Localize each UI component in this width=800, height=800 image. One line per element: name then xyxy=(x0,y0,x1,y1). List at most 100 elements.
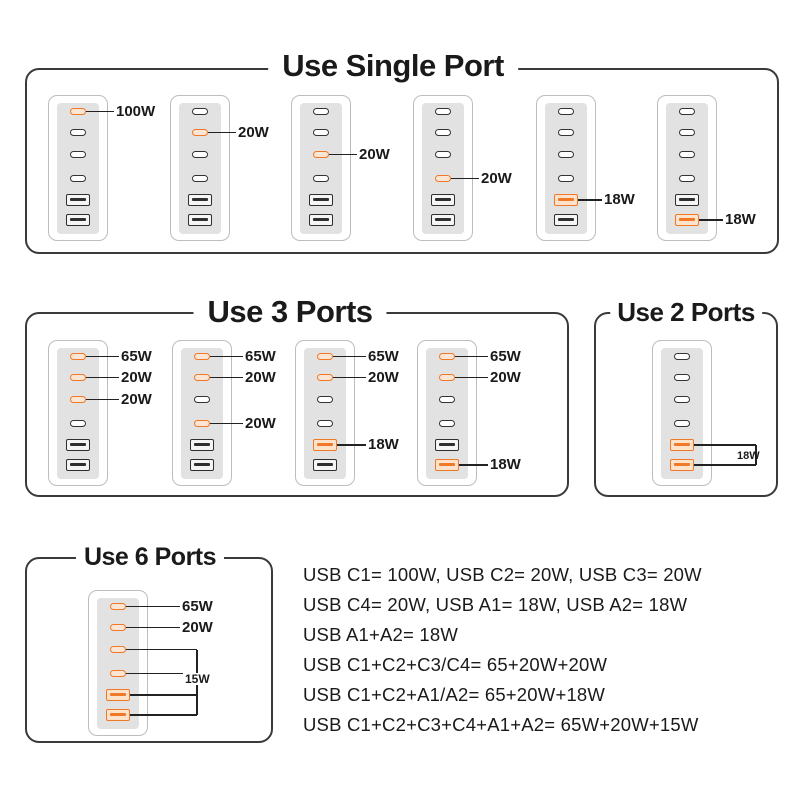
callout-line xyxy=(755,445,757,465)
usb-c-port-icon xyxy=(192,108,208,115)
summary-line: USB C1+C2+A1/A2= 65+20W+18W xyxy=(303,684,606,705)
usb-c-port-icon xyxy=(192,129,208,136)
usb-c-port-icon xyxy=(558,129,574,136)
usb-a-port-icon xyxy=(431,214,455,226)
usb-c-port-icon xyxy=(110,670,126,677)
usb-c-port-icon xyxy=(317,396,333,403)
callout-line xyxy=(337,444,366,446)
usb-a-port-icon xyxy=(66,194,90,206)
usb-c-port-icon xyxy=(439,374,455,381)
two-ports-title: Use 2 Ports xyxy=(610,299,762,325)
charger-icon xyxy=(652,340,712,486)
usb-a-port-icon xyxy=(554,214,578,226)
callout-line xyxy=(455,355,488,358)
usb-a-port-icon xyxy=(431,194,455,206)
power-summary: USB C1= 100W, USB C2= 20W, USB C3= 20W U… xyxy=(303,560,702,740)
usb-c-port-icon xyxy=(435,129,451,136)
usb-c-port-icon xyxy=(558,175,574,182)
usb-c-port-icon xyxy=(194,396,210,403)
usb-c-port-icon xyxy=(439,420,455,427)
charger-icon xyxy=(657,95,717,241)
usb-a-port-icon xyxy=(190,459,214,471)
callout-line xyxy=(578,199,602,201)
usb-a-port-icon xyxy=(313,439,337,451)
usb-c-port-icon xyxy=(194,420,210,427)
power-label: 20W xyxy=(359,145,390,163)
callout-line xyxy=(333,355,366,358)
callout-line xyxy=(210,422,243,425)
usb-a-port-icon xyxy=(670,439,694,451)
charger-body xyxy=(181,348,223,479)
power-label: 20W xyxy=(368,368,399,386)
usb-c-port-icon xyxy=(439,396,455,403)
charger-body xyxy=(545,103,587,234)
charger-icon xyxy=(291,95,351,241)
callout-line xyxy=(210,355,243,358)
callout-line xyxy=(126,605,180,608)
power-label: 20W xyxy=(245,414,276,432)
usb-c-port-icon xyxy=(317,353,333,360)
usb-c-port-icon xyxy=(674,396,690,403)
callout-line xyxy=(126,626,180,629)
callout-line xyxy=(329,153,357,156)
charger-icon xyxy=(295,340,355,486)
usb-c-port-icon xyxy=(674,353,690,360)
power-label: 20W xyxy=(490,368,521,386)
summary-line: USB C1+C2+C3+C4+A1+A2= 65W+20W+15W xyxy=(303,714,699,735)
usb-c-port-icon xyxy=(558,108,574,115)
usb-c-port-icon xyxy=(70,374,86,381)
usb-c-port-icon xyxy=(192,151,208,158)
callout-line xyxy=(86,376,119,379)
charger-body xyxy=(422,103,464,234)
summary-line: USB C1+C2+C3/C4= 65+20W+20W xyxy=(303,654,608,675)
usb-c-port-icon xyxy=(317,374,333,381)
callout-line xyxy=(455,376,488,379)
usb-a-port-icon xyxy=(309,194,333,206)
power-label: 20W xyxy=(121,368,152,386)
usb-c-port-icon xyxy=(674,420,690,427)
usb-c-port-icon xyxy=(674,374,690,381)
usb-c-port-icon xyxy=(313,108,329,115)
power-label: 65W xyxy=(490,347,521,365)
charger-body xyxy=(666,103,708,234)
callout-line xyxy=(210,376,243,379)
power-label: 18W xyxy=(368,436,399,453)
usb-a-port-icon xyxy=(309,214,333,226)
usb-c-port-icon xyxy=(194,374,210,381)
power-label: 20W xyxy=(245,368,276,386)
callout-line xyxy=(130,694,197,696)
charger-icon xyxy=(88,590,148,736)
usb-a-port-icon xyxy=(188,194,212,206)
power-label: 65W xyxy=(182,597,213,615)
six-ports-title: Use 6 Ports xyxy=(75,545,225,570)
callout-line xyxy=(130,714,197,716)
charger-body xyxy=(304,348,346,479)
charger-body xyxy=(97,598,139,729)
callout-line xyxy=(694,444,756,446)
power-label: 65W xyxy=(368,347,399,365)
charger-icon xyxy=(170,95,230,241)
usb-c-port-icon xyxy=(110,603,126,610)
power-label: 20W xyxy=(121,390,152,408)
usb-a-port-icon xyxy=(554,194,578,206)
callout-line xyxy=(694,464,756,466)
power-label: 18W xyxy=(737,450,760,462)
three-ports-title: Use 3 Ports xyxy=(193,296,387,327)
power-label: 65W xyxy=(245,347,276,365)
usb-c-port-icon xyxy=(70,129,86,136)
usb-c-port-icon xyxy=(679,175,695,182)
charger-body xyxy=(300,103,342,234)
usb-c-port-icon xyxy=(70,108,86,115)
usb-a-port-icon xyxy=(66,214,90,226)
usb-a-port-icon xyxy=(435,459,459,471)
usb-a-port-icon xyxy=(670,459,694,471)
usb-c-port-icon xyxy=(70,151,86,158)
usb-c-port-icon xyxy=(70,175,86,182)
usb-a-port-icon xyxy=(66,439,90,451)
summary-line: USB A1+A2= 18W xyxy=(303,624,459,645)
callout-line xyxy=(86,110,114,113)
charger-body xyxy=(426,348,468,479)
power-label: 18W xyxy=(725,211,756,228)
charger-icon xyxy=(536,95,596,241)
charger-body xyxy=(179,103,221,234)
